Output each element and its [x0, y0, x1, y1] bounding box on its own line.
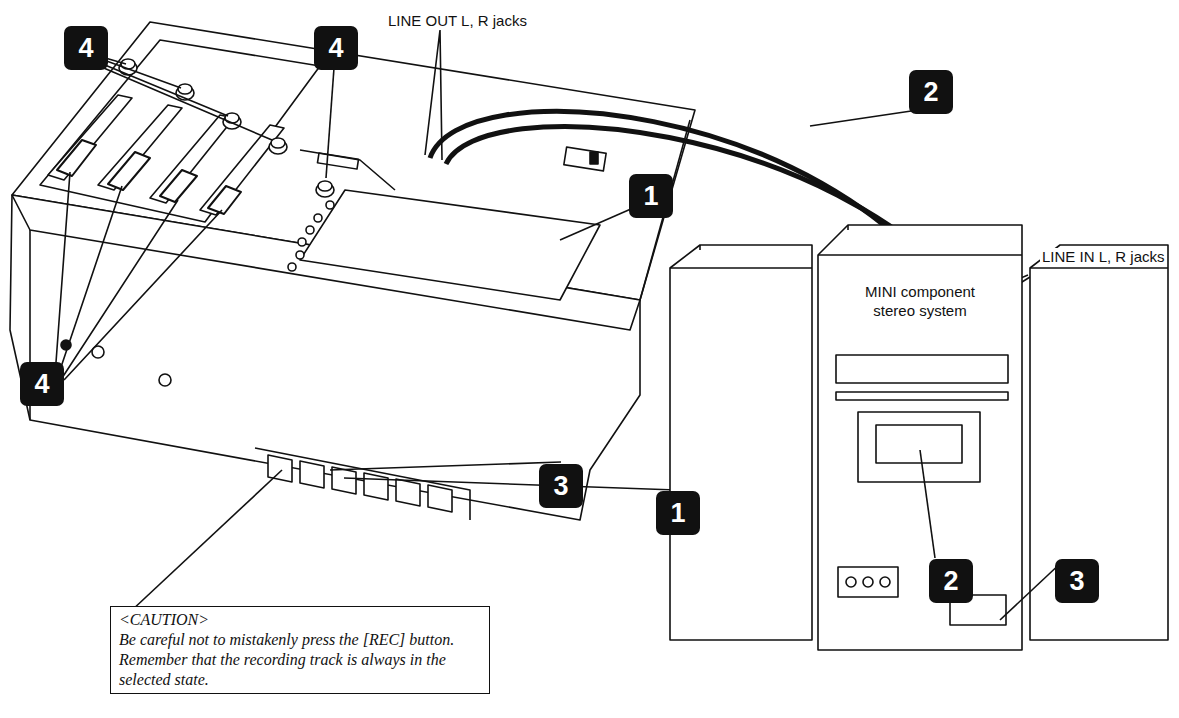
- callout-number: 3: [539, 464, 583, 508]
- caution-box: <CAUTION>Be careful not to mistakenly pr…: [110, 606, 490, 694]
- callout-number: 2: [929, 559, 973, 603]
- callout-number: 4: [64, 26, 108, 70]
- stereo-unit: MINI component stereo system: [818, 282, 1022, 320]
- callout-number: 4: [314, 26, 358, 70]
- node-text: Be careful not to mistakenly press the […: [119, 630, 481, 690]
- callout-number: 4: [20, 362, 64, 406]
- jack-label: LINE OUT L, R jacks: [386, 12, 529, 29]
- callout-number: 1: [629, 174, 673, 218]
- callout-number: 2: [909, 70, 953, 114]
- stereo-system: [670, 225, 1168, 650]
- jack-label: LINE IN L, R jacks: [1040, 248, 1167, 265]
- callout-number: 1: [656, 491, 700, 535]
- callout-number: 3: [1055, 559, 1099, 603]
- node-text: <CAUTION>: [119, 610, 481, 630]
- node-text: MINI component stereo system: [855, 282, 985, 320]
